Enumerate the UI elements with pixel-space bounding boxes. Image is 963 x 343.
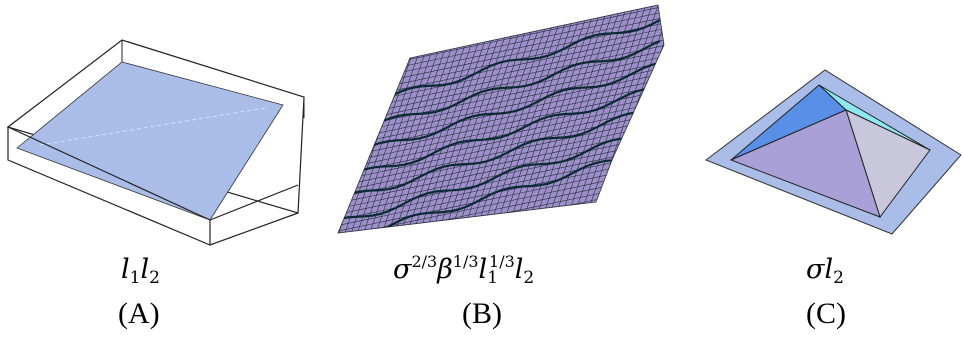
panel-b-mesh-line <box>471 5 565 233</box>
panel-b-fold <box>339 109 661 199</box>
panel-c-facet-front <box>729 109 881 218</box>
panel-b-fold-lines <box>339 19 661 233</box>
formula-exp: 2/3 <box>411 252 438 271</box>
formula-sub: 2 <box>149 268 160 288</box>
formula-sub: 1 <box>487 268 499 288</box>
formula-sub: 2 <box>523 268 535 288</box>
panel-b-mesh-line <box>338 69 664 146</box>
panel-a-box-top-edge-right <box>209 184 299 221</box>
panel-b-mesh-line <box>465 5 559 233</box>
formula-var: l <box>140 254 150 285</box>
panel-b-fold <box>339 147 661 233</box>
panel-c-pyramid-plot <box>704 69 962 235</box>
formula-exp: 1/3 <box>489 252 515 271</box>
panel-b-mesh-line <box>338 114 664 191</box>
formula-var: l <box>824 254 834 285</box>
formula-sub: 1 <box>129 268 141 288</box>
panel-c-label: (C) <box>806 297 846 330</box>
panel-b-mesh-line <box>651 5 664 233</box>
panel-b-mesh-line <box>447 5 540 233</box>
panel-b-mesh-line <box>338 120 664 196</box>
formula-var: σ <box>393 254 412 285</box>
panel-b-mesh-line <box>440 5 534 233</box>
panel-a-label: (A) <box>118 297 160 330</box>
panel-a-plane <box>16 61 284 221</box>
panel-b-fold <box>339 132 661 220</box>
panel-b-mesh-line <box>453 5 546 233</box>
panel-a-box-top-edge <box>7 126 211 221</box>
panel-b-formula: σ2/3β1/3l11/3l2 <box>393 252 535 288</box>
panel-b-fold <box>339 86 661 182</box>
formula-var: β <box>437 254 453 285</box>
formula-var: l <box>478 254 488 285</box>
panel-a-box-front-edges <box>7 127 299 246</box>
panel-a-formula: l1l2 <box>121 254 160 288</box>
panel-b-mesh-line <box>338 92 664 168</box>
formula-var: l <box>121 254 130 285</box>
panel-c-formula: σl2 <box>806 254 844 288</box>
panel-b-mesh-line <box>459 5 553 233</box>
formula-var: l <box>514 254 524 285</box>
panel-b-fold <box>339 61 661 163</box>
panel-b-mesh-line <box>338 97 664 174</box>
panel-a-box-plot <box>6 39 305 246</box>
formula-var: σ <box>806 254 825 285</box>
formula-exp: 1/3 <box>452 252 479 271</box>
panel-b-fold <box>339 40 661 140</box>
panel-a-plane-highlight <box>39 107 266 146</box>
formula-sub: 2 <box>833 268 844 288</box>
panel-b-label: (B) <box>462 297 502 330</box>
panel-b-mesh-line <box>338 109 664 185</box>
